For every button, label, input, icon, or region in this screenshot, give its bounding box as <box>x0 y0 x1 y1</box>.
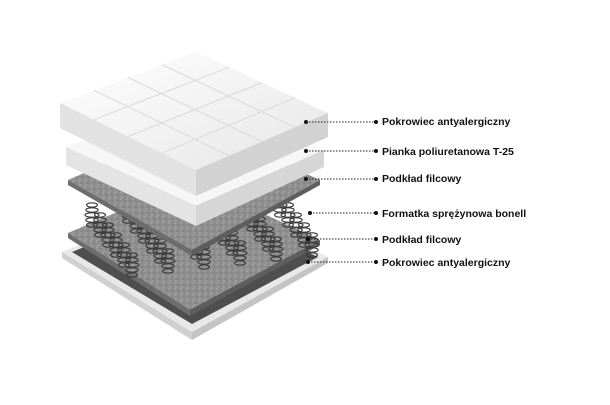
leader-dot <box>304 120 308 124</box>
layer-label-2: Pianka poliuretanowa T-25 <box>382 146 514 158</box>
leader-dot <box>374 149 378 153</box>
leader-dot <box>308 211 312 215</box>
spring-coil <box>280 202 296 228</box>
layer-label-6: Pokrowiec antyalergiczny <box>382 257 511 269</box>
spring-coil <box>296 222 312 248</box>
layer-label-4: Formatka sprężynowa bonell <box>382 208 527 220</box>
leader-dot <box>304 177 308 181</box>
spring-coil <box>108 232 124 258</box>
leader-lines <box>304 120 378 264</box>
leader-dot <box>374 177 378 181</box>
spring-coil <box>288 212 304 238</box>
spring-coil <box>124 252 140 278</box>
spring-coil <box>152 238 168 264</box>
spring-coil <box>224 230 240 256</box>
top-quilted-cover-layer <box>60 52 328 196</box>
spring-coil <box>100 222 116 248</box>
layer-label-1: Pokrowiec antyalergiczny <box>382 116 511 128</box>
spring-coil <box>116 242 132 268</box>
spring-coil <box>268 236 284 262</box>
layer-label-3: Podkład filcowy <box>382 173 462 185</box>
leader-dot <box>306 260 310 264</box>
leader-dot <box>304 149 308 153</box>
spring-coil <box>160 248 176 274</box>
spring-coil <box>232 240 248 266</box>
spring-coil <box>304 232 320 258</box>
leader-dot <box>374 120 378 124</box>
leader-dot <box>374 260 378 264</box>
spring-coil <box>260 226 276 252</box>
spring-coil <box>92 212 108 238</box>
layer-label-5: Podkład filcowy <box>382 234 462 246</box>
leader-dot <box>374 237 378 241</box>
leader-dot <box>306 237 310 241</box>
leader-dot <box>374 211 378 215</box>
spring-coil <box>84 202 100 228</box>
